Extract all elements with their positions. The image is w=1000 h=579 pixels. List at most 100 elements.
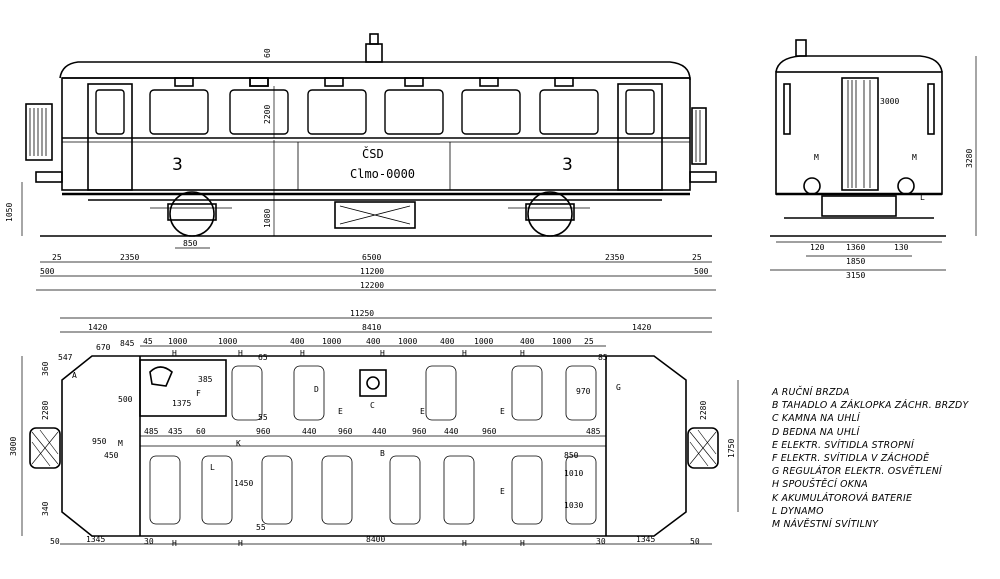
car-class-right: 3: [562, 155, 573, 175]
svg-text:1000: 1000: [398, 337, 417, 346]
legend-item-h: H SPOUŠTĚCÍ OKNA: [772, 479, 868, 491]
dim-plan-width: 3000: [9, 437, 18, 456]
svg-text:1010: 1010: [564, 469, 583, 478]
svg-text:440: 440: [372, 427, 387, 436]
svg-text:960: 960: [256, 427, 271, 436]
door-right: [617, 83, 663, 191]
dim-buffer-left: 500: [40, 267, 55, 276]
roof-vent-cap: [369, 33, 379, 45]
svg-text:485: 485: [586, 427, 601, 436]
dim-end-inner-width: 3000: [880, 97, 899, 106]
end-label-m-right: M: [912, 153, 917, 162]
end-label-l: L: [920, 193, 925, 202]
svg-text:960: 960: [412, 427, 427, 436]
dim-plan-bottom-left: 1345: [86, 535, 105, 544]
roof-vent: [365, 43, 383, 63]
plan-outline: [61, 355, 687, 537]
dim-plan-end-right: 1420: [632, 323, 651, 332]
right-end-gangway: [689, 107, 717, 183]
gangway-left: [29, 427, 61, 469]
car-body: [61, 77, 691, 191]
dim-wheel-diameter: 850: [183, 239, 198, 248]
plan-view: 11250 1420 8410 1420 1000 1000 400 1000 …: [9, 309, 739, 548]
svg-text:970: 970: [576, 387, 591, 396]
svg-text:D: D: [314, 385, 319, 394]
dim-roof-vent: 60: [263, 48, 272, 58]
svg-text:H: H: [172, 539, 177, 548]
plan-mid-dim-row: 485 435 60 960 440 960 440 960 440 960 4…: [144, 427, 601, 436]
svg-text:A: A: [72, 371, 77, 380]
plan-top-dim-row: 1000 1000 400 1000 400 1000 400 1000 400…: [143, 337, 608, 422]
svg-text:E: E: [500, 487, 505, 496]
svg-text:H: H: [172, 349, 177, 358]
dim-plan-bottom-right: 1345: [636, 535, 655, 544]
owner-mark: ČSD: [362, 146, 384, 161]
svg-text:485: 485: [144, 427, 159, 436]
dim-plan-overall: 11250: [350, 309, 374, 318]
svg-text:65: 65: [258, 353, 268, 362]
svg-text:H: H: [300, 349, 305, 358]
seat-rows: [149, 365, 597, 525]
toilet-bowl: [149, 366, 173, 387]
svg-text:1375: 1375: [172, 399, 191, 408]
svg-text:55: 55: [256, 523, 266, 532]
dim-plan-upper-left: 360: [41, 361, 50, 376]
right-axle: [508, 191, 590, 237]
svg-text:547: 547: [58, 353, 73, 362]
svg-text:1000: 1000: [168, 337, 187, 346]
dim-plan-right-b: 2280: [699, 401, 708, 420]
svg-text:B: B: [380, 449, 385, 458]
svg-text:850: 850: [564, 451, 579, 460]
left-end-gangway: [25, 103, 63, 183]
svg-text:1000: 1000: [218, 337, 237, 346]
svg-text:950: 950: [92, 437, 107, 446]
svg-text:400: 400: [440, 337, 455, 346]
svg-text:25: 25: [584, 337, 594, 346]
svg-text:H: H: [520, 539, 525, 548]
svg-text:K: K: [236, 439, 241, 448]
gangway-right: [687, 427, 719, 469]
svg-text:L: L: [210, 463, 215, 472]
svg-text:45: 45: [143, 337, 153, 346]
legend: A RUČNÍ BRZDA B TAHADLO A ZÁKLOPKA ZÁCHR…: [772, 386, 992, 531]
svg-text:1450: 1450: [234, 479, 253, 488]
stove: [359, 369, 387, 397]
svg-text:450: 450: [104, 451, 119, 460]
svg-text:30: 30: [144, 537, 154, 546]
side-windows: [149, 89, 599, 135]
svg-text:E: E: [420, 407, 425, 416]
svg-text:30: 30: [596, 537, 606, 546]
svg-text:440: 440: [302, 427, 317, 436]
svg-text:385: 385: [198, 375, 213, 384]
svg-text:H: H: [238, 349, 243, 358]
legend-item-d: D BEDNA NA UHLÍ: [772, 426, 860, 438]
plan-misc-dims: 547 670 845 1375 385 500 950 450 970 101…: [58, 339, 591, 510]
dim-floor-height: 1080: [263, 209, 272, 228]
svg-text:435: 435: [168, 427, 183, 436]
dim-wheelbase: 6500: [362, 253, 381, 262]
svg-text:E: E: [338, 407, 343, 416]
legend-item-e: E ELEKTR. SVÍTIDLA STROPNÍ: [772, 439, 914, 451]
dim-plan-interior: 8410: [362, 323, 381, 332]
svg-text:H: H: [462, 539, 467, 548]
dim-end-wheel-a: 120: [810, 243, 825, 252]
dim-plan-bottom-mid: 8400: [366, 535, 385, 544]
dim-end-width: 3150: [846, 271, 865, 280]
legend-item-c: C KAMNA NA UHLÍ: [772, 413, 860, 425]
legend-item-k: K AKUMULÁTOROVÁ BATERIE: [772, 492, 913, 504]
dim-total-length: 12200: [360, 281, 384, 290]
battery-box: [334, 201, 416, 229]
dim-window-height: 2200: [263, 105, 272, 124]
plan-bottom-small: 50 30 55 30 50: [50, 523, 700, 546]
dim-end-left: 25: [52, 253, 62, 262]
svg-text:400: 400: [290, 337, 305, 346]
svg-text:50: 50: [50, 537, 60, 546]
dim-end-right: 25: [692, 253, 702, 262]
legend-item-l: L DYNAMO: [772, 505, 824, 517]
lavatory: [139, 359, 227, 417]
end-door: [841, 77, 879, 191]
component-letters: A B C D E E E E F G H H H H H H H H H H …: [72, 349, 621, 548]
svg-text:H: H: [380, 349, 385, 358]
car-designation: Clmo-0000: [350, 167, 415, 181]
svg-text:960: 960: [338, 427, 353, 436]
